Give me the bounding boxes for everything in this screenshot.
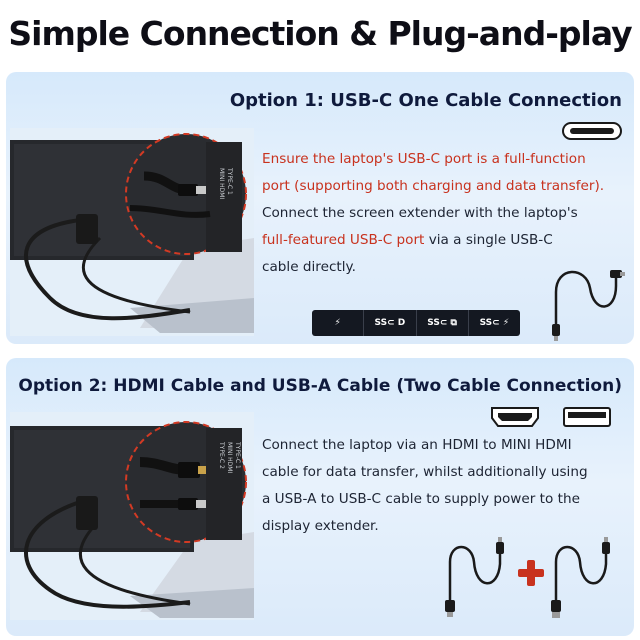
option-1-title: Option 1: USB-C One Cable Connection — [229, 90, 622, 111]
screen-port-label-2: MINI HDMI — [226, 442, 233, 473]
plus-icon — [518, 560, 544, 586]
option-1-line-3: Connect the screen extender with the lap… — [262, 205, 578, 221]
screen-port-label-1: MINI HDMI — [218, 168, 225, 199]
option-2-line-3: a USB-A to USB-C cable to supply power t… — [262, 491, 580, 507]
option-1-line-4: full-featured USB-C port via a single US… — [262, 227, 634, 254]
hdmi-cable-icon — [445, 537, 504, 617]
screen-port-label-1: TYPE-C 2 — [218, 441, 225, 469]
laptop-extender-illustration: MINI HDMI TYPE-C 1 — [10, 128, 254, 336]
screen-port-label-3: TYPE-C 1 — [234, 441, 241, 469]
laptop-two-cable-illustration: TYPE-C 2 MINI HDMI TYPE-C 1 — [10, 412, 254, 620]
option-2-line-4: display extender. — [262, 518, 379, 534]
usb-c-cable-icon — [552, 270, 625, 341]
option-2-panel: Option 2: HDMI Cable and USB-A Cable (Tw… — [6, 358, 634, 636]
option-1-line-1: Ensure the laptop's USB-C port is a full… — [262, 151, 586, 167]
usb-c-port-icon — [562, 122, 622, 140]
ss-power-icon: SS⊂ ⚡ — [467, 310, 520, 336]
option-1-line-2: port (supporting both charging and data … — [262, 178, 605, 194]
option-1-line-4-rest: via a single USB-C — [424, 232, 553, 248]
ss-display-icon: SS⊂ D — [363, 310, 415, 336]
screen-port-label-2: TYPE-C 1 — [226, 167, 233, 195]
option-2-title: Option 2: HDMI Cable and USB-A Cable (Tw… — [18, 376, 622, 396]
option-2-line-1: Connect the laptop via an HDMI to MINI H… — [262, 437, 572, 453]
option-1-panel: Option 1: USB-C One Cable Connection MIN… — [6, 72, 634, 344]
option-1-line-4-highlight: full-featured USB-C port — [262, 232, 425, 248]
usb-a-cable-icon — [551, 537, 610, 618]
option-2-description: Connect the laptop via an HDMI to MINI H… — [262, 432, 626, 540]
hdmi-port-icon — [491, 407, 539, 427]
ss-data-icon: SS⊂ ⧉ — [415, 310, 468, 336]
page-headline: Simple Connection & Plug-and-play — [8, 13, 632, 53]
usb-a-port-icon — [563, 407, 611, 427]
option-1-line-5: cable directly. — [262, 259, 356, 275]
option-2-line-2: cable for data transfer, whilst addition… — [262, 464, 588, 480]
thunderbolt-icon: ⚡ — [334, 318, 341, 328]
usb-c-capability-badges: ⚡ SS⊂ D SS⊂ ⧉ SS⊂ ⚡ — [312, 310, 520, 336]
option-1-description: Ensure the laptop's USB-C port is a full… — [262, 146, 634, 281]
